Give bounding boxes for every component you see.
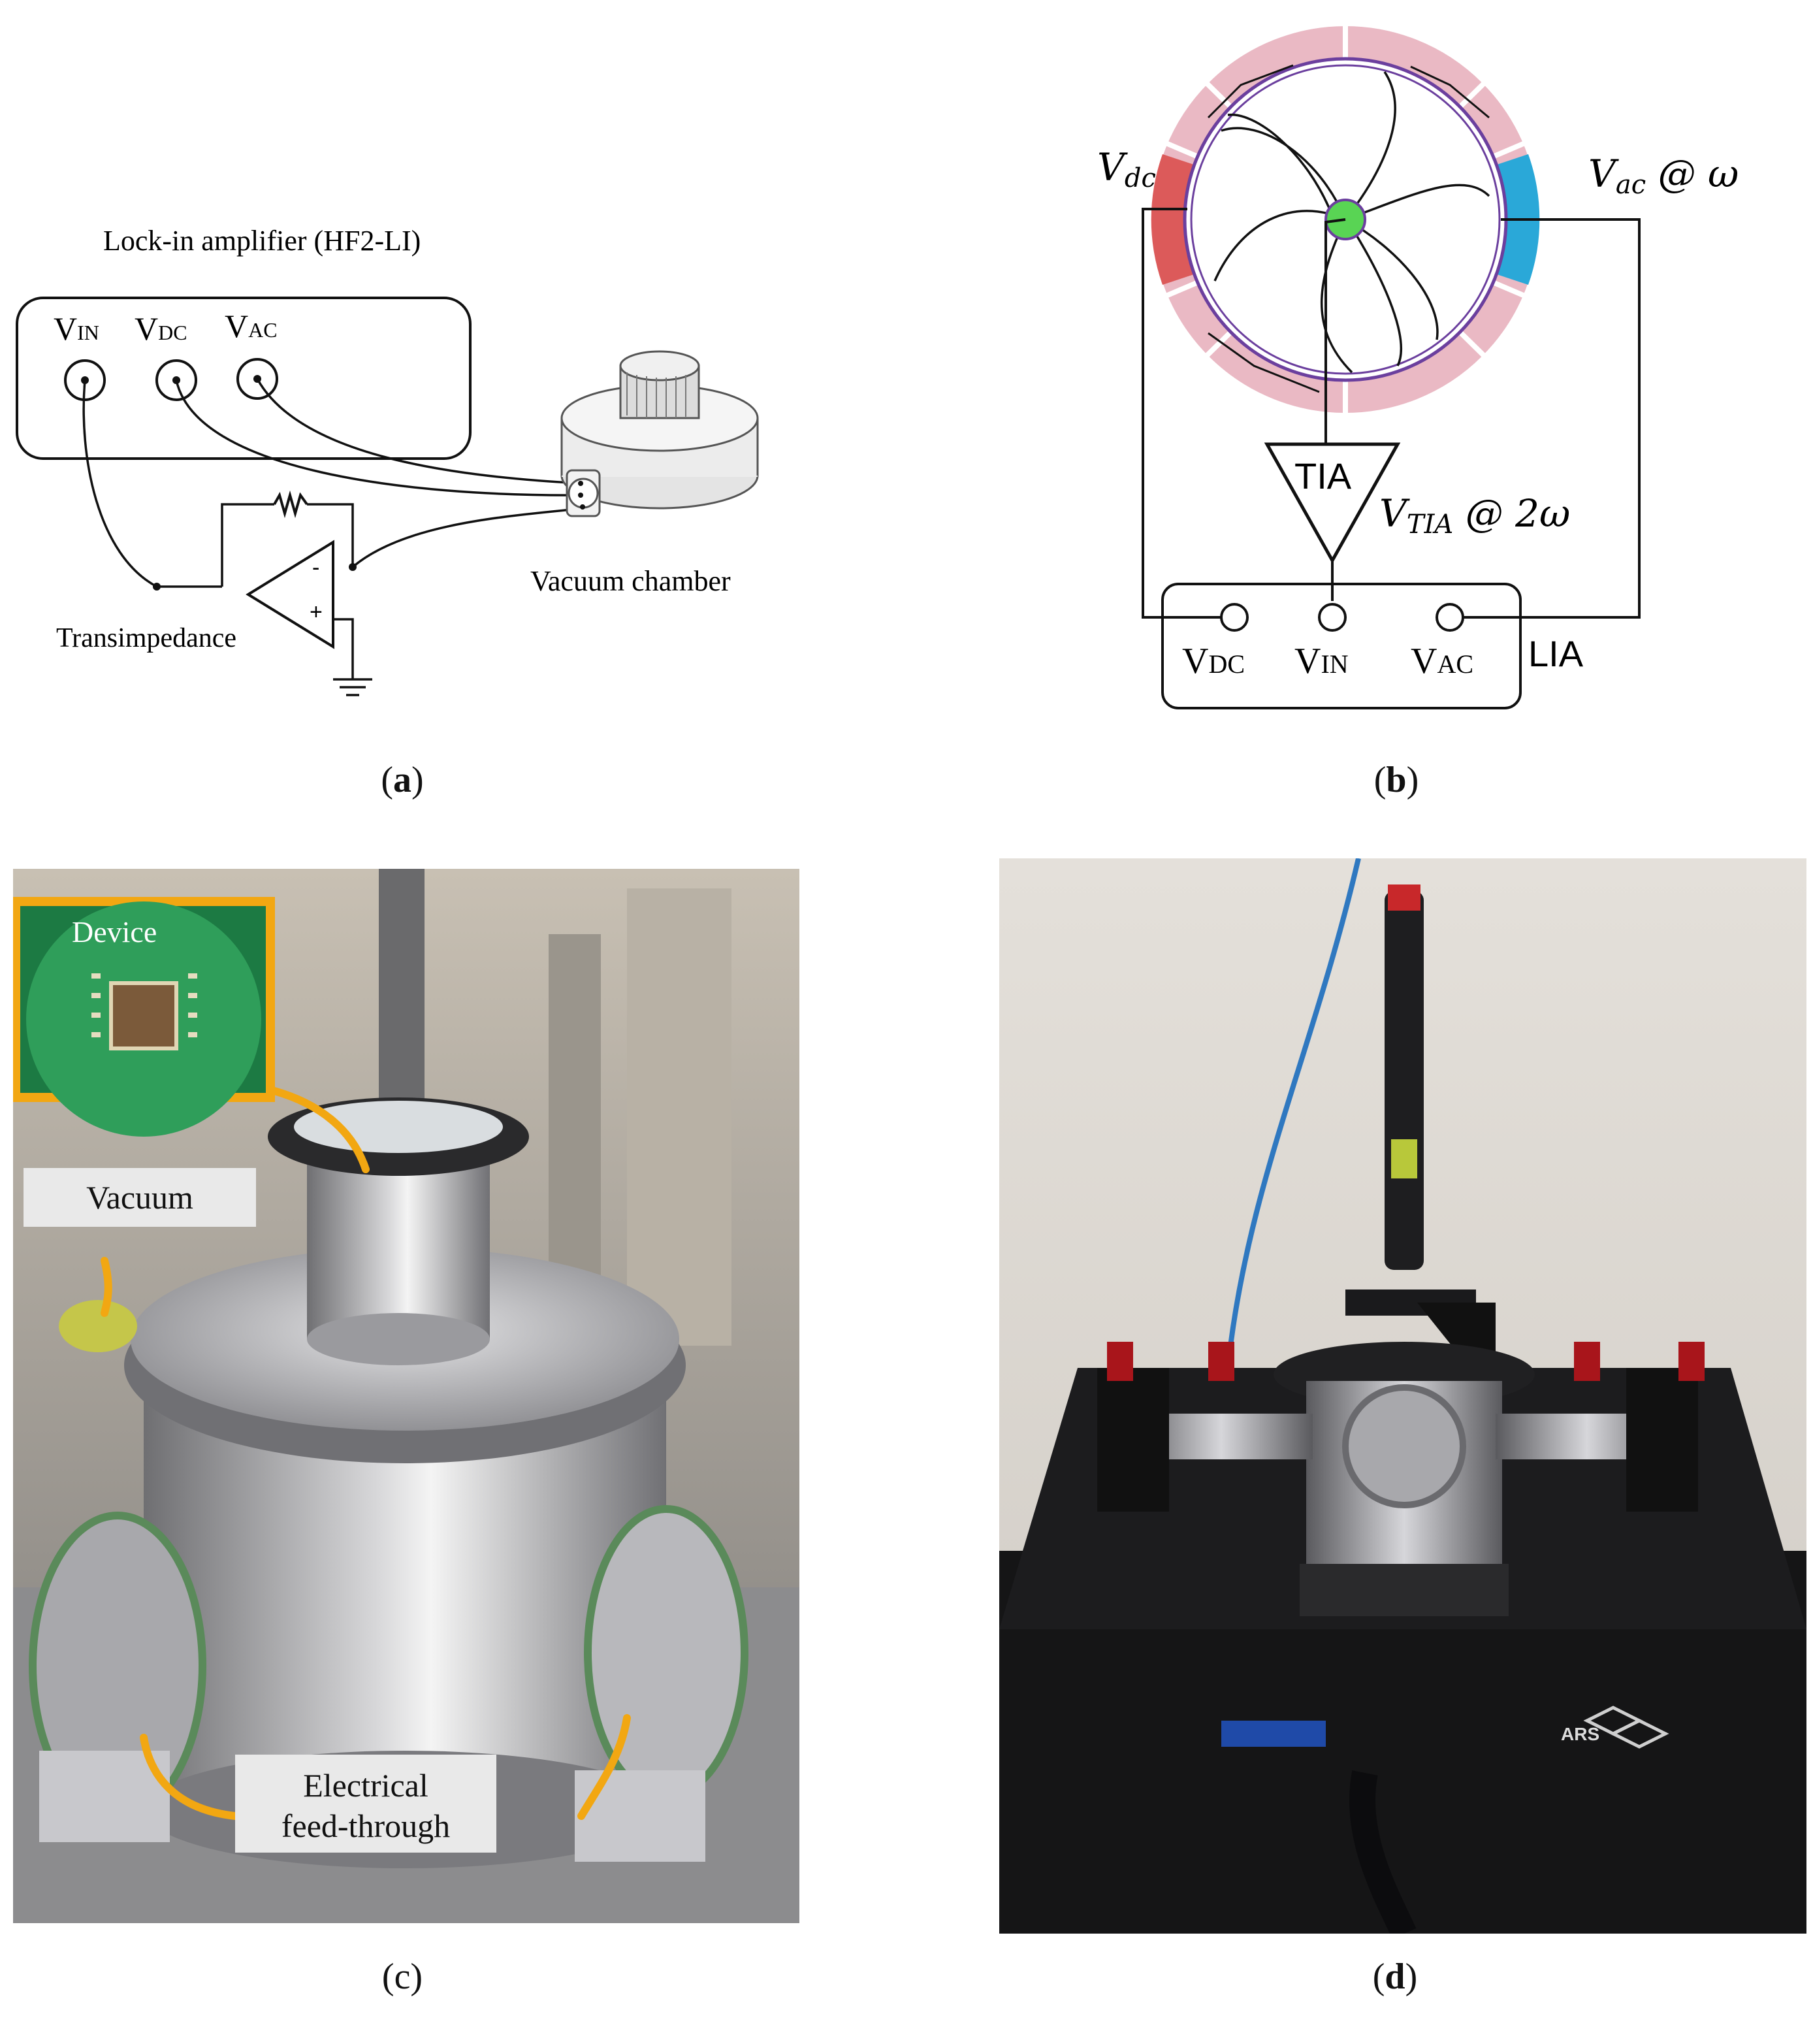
vacuum-chamber-label: Vacuum chamber <box>530 565 731 597</box>
lockin-box <box>16 297 472 460</box>
vac-label: Vac @ ω <box>1588 152 1739 200</box>
caption-b: (b) <box>1373 760 1419 800</box>
lia-vin-connector <box>1318 603 1347 632</box>
caption-d: (d) <box>1372 1956 1418 1997</box>
panel-b-schematic: TIA Vdc Vac @ ω VTIA @ 2ω VDC VIN VAC LI… <box>1097 20 1739 709</box>
opamp-triangle: - + <box>246 540 334 649</box>
caption-c: (c) <box>381 1956 423 1997</box>
brand-logo-mark <box>1583 1706 1669 1749</box>
spiral-spring-arms <box>1213 71 1490 374</box>
vacuum-label: Vacuum <box>24 1168 256 1227</box>
schematic-wires <box>1142 208 1641 619</box>
dc-electrode <box>1151 154 1194 285</box>
svg-text:TIA: TIA <box>1294 455 1352 496</box>
lia-box <box>1161 583 1522 709</box>
lia-label: LIA <box>1528 633 1584 674</box>
panel-a-circuit: Lock-in amplifier (HF2-LI) VIN VDC VAC -… <box>16 225 759 696</box>
inner-frame-lines <box>1207 64 1490 393</box>
svg-text:+: + <box>310 600 323 625</box>
panel-d-probe-station-photo: ARS <box>999 858 1806 1934</box>
lia-vin-label: VIN <box>1294 641 1349 681</box>
circuit-wires <box>82 378 585 696</box>
feedthrough-label: Electrical feed-through <box>235 1755 496 1853</box>
vacuum-chamber-photo <box>13 869 799 1923</box>
port-vac-label: VAC <box>225 308 278 344</box>
panel-c-vacuum-photo: Vacuum Electrical feed-through Device <box>13 869 799 1923</box>
caption-a: (a) <box>381 760 424 800</box>
callout-arrows <box>101 1087 631 1820</box>
svg-text:-: - <box>312 555 319 580</box>
device-label: Device <box>72 915 157 949</box>
lia-vac-connector <box>1436 603 1464 632</box>
lia-vdc-label: VDC <box>1182 641 1245 681</box>
feedback-resistor <box>273 490 308 519</box>
port-vdc-label: VDC <box>135 310 187 347</box>
lockin-title: Lock-in amplifier (HF2-LI) <box>103 225 421 257</box>
vtia-label: VTIA @ 2ω <box>1379 491 1570 540</box>
vacuum-chamber-drawing <box>560 350 759 517</box>
probe-station-photo: ARS <box>999 858 1806 1934</box>
lia-vac-label: VAC <box>1411 641 1473 681</box>
brand-logo-text: ARS <box>1561 1724 1599 1744</box>
lia-vdc-connector <box>1220 603 1249 632</box>
vdc-label: Vdc <box>1097 145 1156 193</box>
port-vin-label: VIN <box>54 310 99 347</box>
transimpedance-label: Transimpedance <box>56 623 236 653</box>
tia-amplifier: TIA <box>1264 442 1401 564</box>
